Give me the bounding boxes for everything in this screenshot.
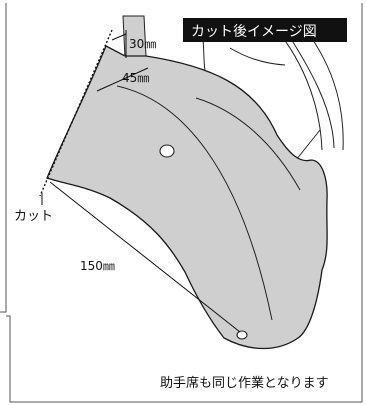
panel-inner-line-2 (195, 97, 301, 191)
dimension-45 (96, 67, 149, 92)
dimension-150 (49, 181, 241, 333)
panel-hole-top (159, 144, 175, 158)
title-badge (183, 18, 347, 42)
label-150mm: 150㎜ (80, 259, 115, 273)
cut-label: カット (14, 209, 53, 224)
panel-hole-bottom (236, 330, 248, 340)
frame-border (0, 3, 363, 403)
panel-inner-line-1 (116, 85, 273, 321)
dimension-30 (111, 30, 127, 58)
title: カット後イメージ図 (191, 24, 317, 40)
label-30mm: 30㎜ (129, 37, 156, 51)
cut-panel (46, 45, 328, 350)
label-45mm: 45㎜ (122, 71, 149, 85)
footnote: 助手席も同じ作業となります (160, 375, 329, 391)
